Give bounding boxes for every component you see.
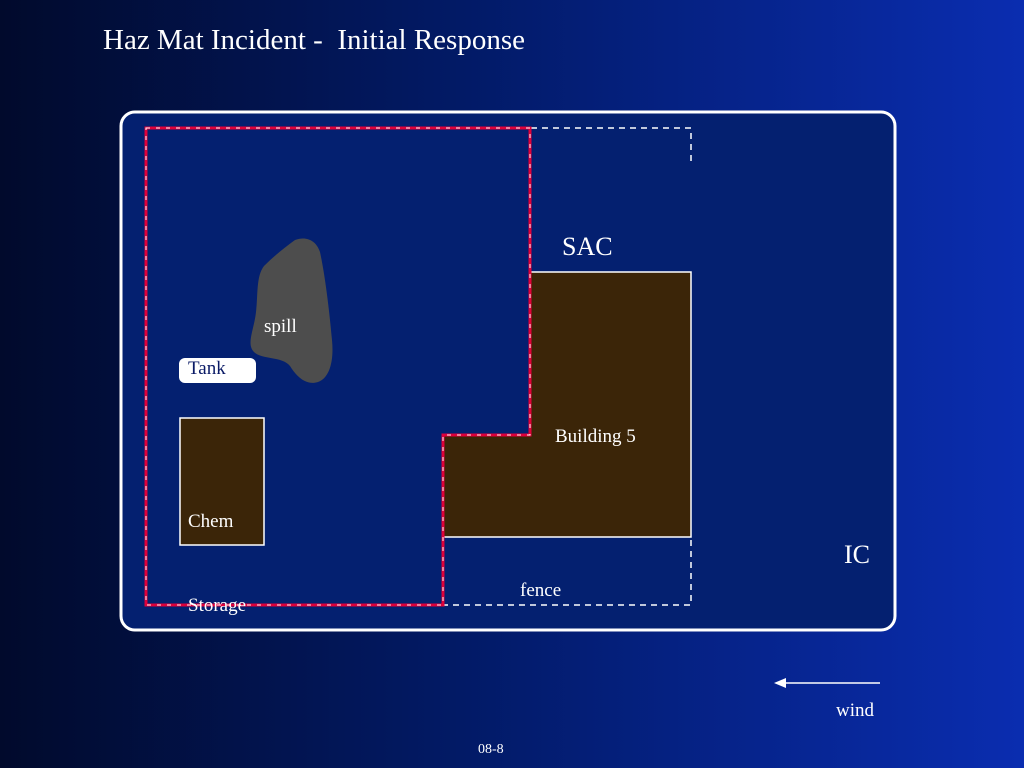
sac-label: SAC [562, 232, 613, 261]
chem-storage-label: Chem Storage [188, 452, 246, 648]
spill-label: spill [264, 316, 297, 337]
fence-label: fence [520, 580, 562, 601]
building-5-label: Building 5 [555, 426, 636, 447]
wind-arrow-icon [774, 678, 786, 688]
slide-title: Haz Mat Incident - Initial Response [103, 24, 525, 56]
ic-label: IC [844, 540, 870, 569]
spill-area [250, 238, 333, 383]
ic-perimeter [119, 110, 897, 632]
tank-label: Tank [188, 358, 226, 379]
hot-zone-dash-overlay [145, 127, 531, 606]
chem-storage-label-line1: Chem [188, 511, 234, 532]
tank-box [179, 358, 256, 383]
wind-label: wind [836, 700, 874, 721]
slide-number: 08-8 [478, 742, 504, 757]
chem-storage-label-line2: Storage [188, 595, 247, 616]
chem-storage-box [179, 417, 265, 546]
